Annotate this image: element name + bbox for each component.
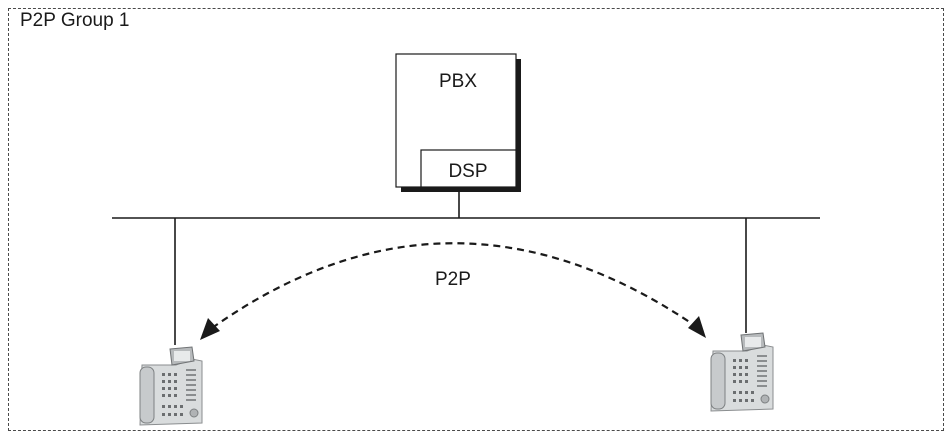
dsp-label: DSP — [448, 161, 487, 182]
arrowhead-right — [688, 316, 706, 338]
group-frame — [8, 8, 944, 431]
desk-phone-icon — [139, 346, 203, 426]
arrowhead-left — [200, 318, 220, 340]
p2p-link-arc — [211, 242, 695, 329]
p2p-label: P2P — [435, 269, 471, 290]
pbx-label: PBX — [439, 71, 477, 92]
group-label: P2P Group 1 — [20, 10, 130, 31]
desk-phone-icon — [710, 332, 774, 412]
pbx-unit: PBX DSP — [395, 53, 521, 192]
dsp-box — [420, 149, 517, 188]
